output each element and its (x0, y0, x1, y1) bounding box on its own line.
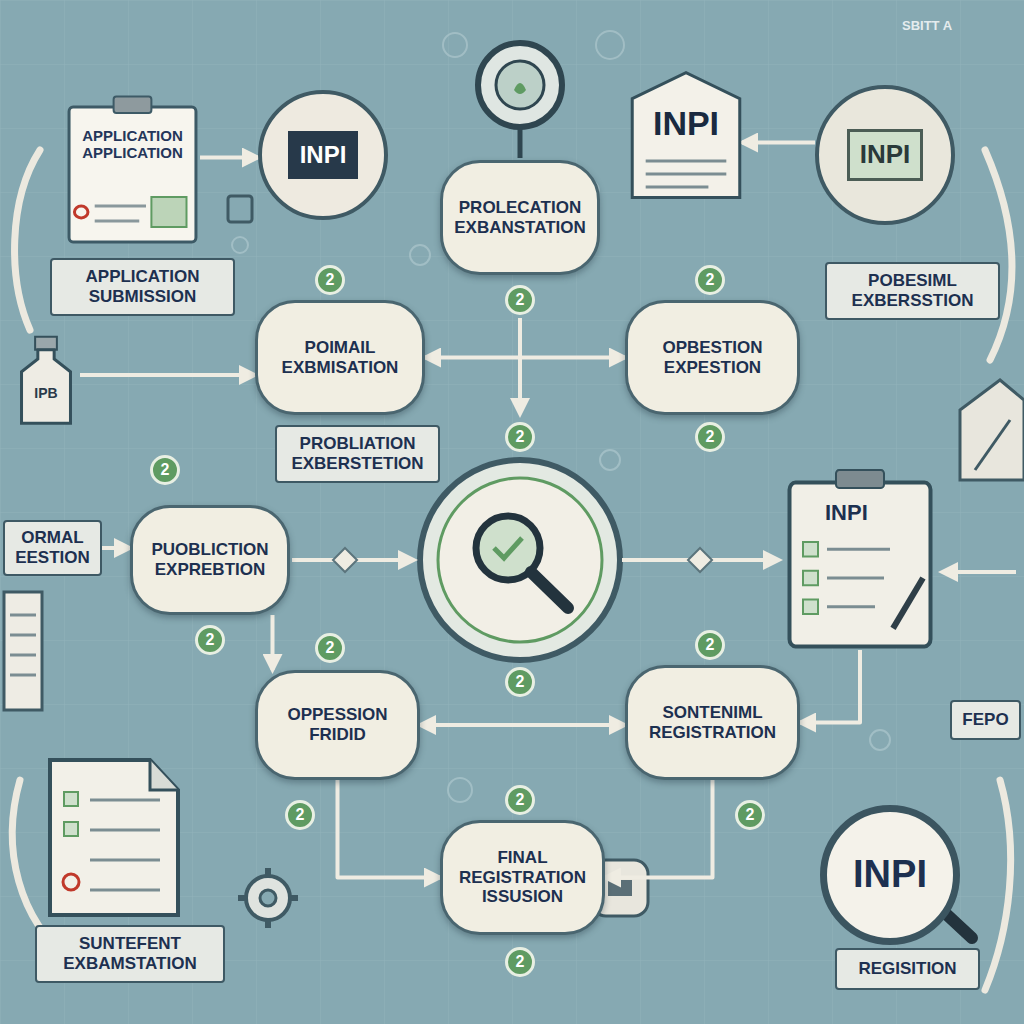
callout-number: 2 (505, 285, 535, 315)
node-text: REGISITION (858, 959, 956, 979)
bottle-icon: IPB (12, 335, 80, 427)
connector-arrow (102, 546, 130, 550)
connector-arrow (425, 356, 625, 360)
node-text: INPI (853, 853, 927, 897)
callout-number: 2 (505, 667, 535, 697)
callout-number: 2 (505, 422, 535, 452)
process-box: POIMAIL EXBMISATION (255, 300, 425, 415)
corner-label: SBITT A (900, 18, 954, 33)
process-box: FINAL REGISTRATION ISSUSION (440, 820, 605, 935)
inpi-circle: INPI (820, 805, 960, 945)
node-text: SONTENIML REGISTRATION (638, 703, 787, 742)
caption-box: APPLICATION SUBMISSION (50, 258, 235, 316)
node-text: ORMAL EESTION (15, 528, 90, 567)
connector-arrow (338, 780, 441, 878)
callout-number: 2 (505, 785, 535, 815)
process-box: OPPESSION FRIDID (255, 670, 420, 780)
connector-arrow (80, 373, 255, 377)
node-text: IPB (34, 385, 57, 401)
node-text: INPI (825, 500, 868, 525)
caption-box: FEPO (950, 700, 1021, 740)
node-text: INPI (653, 104, 719, 143)
caption-box: ORMAL EESTION (3, 520, 102, 576)
node-text: APPLICATION APPLICATION (75, 127, 190, 162)
clipboard-card: APPLICATION APPLICATION (65, 95, 200, 245)
inpi-circle: INPI (258, 90, 388, 220)
connector-arrow (420, 723, 625, 727)
callout-number: 2 (695, 265, 725, 295)
node-text: APPLICATION SUBMISSION (62, 267, 223, 306)
caption-box: REGISITION (835, 948, 980, 990)
node-text: POIMAIL EXBMISATION (268, 338, 412, 377)
callout-number: 2 (315, 265, 345, 295)
connector-arrow (742, 141, 815, 145)
connector-arrow (605, 780, 713, 878)
callout-number: 2 (150, 455, 180, 485)
callout-number: 2 (285, 800, 315, 830)
connector-arrow (200, 156, 258, 160)
node-text: INPI (847, 129, 924, 181)
process-box: PROLECATION EXBANSTATION (440, 160, 600, 275)
node-text: PUOBLICTION EXPREBTION (143, 540, 277, 579)
process-box: OPBESTION EXPESTION (625, 300, 800, 415)
node-text: INPI (288, 131, 359, 179)
caption-box: POBESIML EXBERSSTION (825, 262, 1000, 320)
node-text: PROBLIATION EXBERSTETION (287, 434, 428, 473)
process-box: SONTENIML REGISTRATION (625, 665, 800, 780)
clipboard-icon: INPI (785, 470, 935, 650)
node-text: POBESIML EXBERSSTION (837, 271, 988, 310)
callout-number: 2 (695, 630, 725, 660)
node-text: FINAL REGISTRATION ISSUSION (453, 848, 592, 907)
node-text: OPPESSION FRIDID (268, 705, 407, 744)
document-icon: INPI (630, 70, 742, 200)
callout-number: 2 (505, 947, 535, 977)
caption-box: PROBLIATION EXBERSTETION (275, 425, 440, 483)
callout-number: 2 (315, 633, 345, 663)
node-text: OPBESTION EXPESTION (638, 338, 787, 377)
inpi-circle: INPI (815, 85, 955, 225)
process-box: PUOBLICTION EXPREBTION (130, 505, 290, 615)
node-text: FEPO (962, 710, 1008, 730)
connector-arrow (271, 615, 275, 670)
callout-number: 2 (735, 800, 765, 830)
callout-number: 2 (695, 422, 725, 452)
node-text: PROLECATION EXBANSTATION (453, 198, 587, 237)
callout-number: 2 (195, 625, 225, 655)
caption-box: SUNTEFENT EXBAMSTATION (35, 925, 225, 983)
connector-arrow (800, 650, 860, 723)
node-text: SUNTEFENT EXBAMSTATION (47, 934, 213, 973)
